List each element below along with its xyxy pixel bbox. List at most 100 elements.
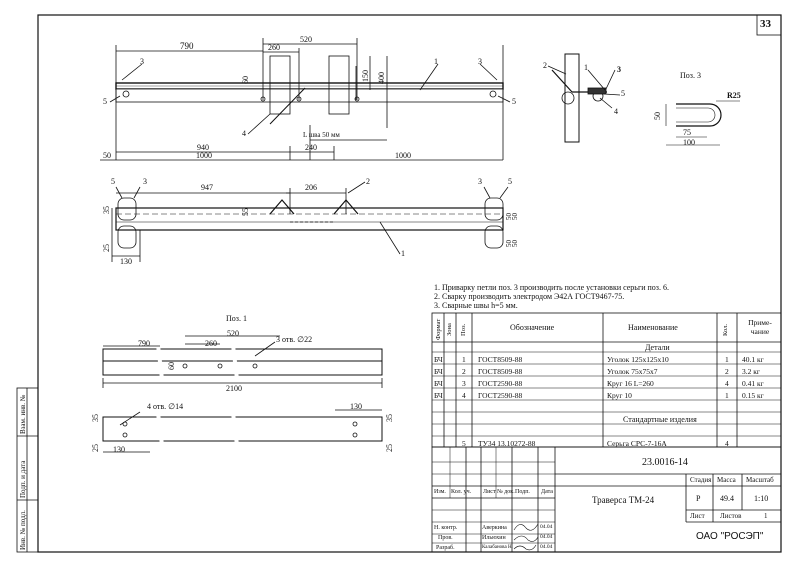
row2-name: Уголок 75х75х7 <box>607 367 658 376</box>
dim-260: 260 <box>268 43 280 52</box>
row3-format: БЧ <box>434 379 443 388</box>
pos1-dim-35-right: 35 <box>385 414 394 422</box>
sheet-label: Лист <box>690 512 705 520</box>
row4-pos: 4 <box>462 391 466 400</box>
title-block <box>431 446 782 553</box>
row2-format: БЧ <box>434 367 443 376</box>
plan-dim-35: 35 <box>102 206 111 214</box>
spec-table <box>431 312 782 448</box>
org-name: ОАО "РОСЭП" <box>696 531 764 542</box>
row1-qty: 1 <box>725 355 729 364</box>
row3-designation: ГОСТ2590-88 <box>478 379 523 388</box>
plan-dim-130: 130 <box>120 257 132 266</box>
pos1-detail <box>102 335 383 453</box>
col-note: Приме-чание <box>748 318 772 336</box>
doc-number: 23.0016-14 <box>642 457 688 468</box>
section-standard: Стандартные изделия <box>623 415 697 424</box>
row4-note: 0.15 кг <box>742 391 764 400</box>
side-stamp <box>16 387 39 553</box>
stamp-sign-date: Подп. и дата <box>19 460 27 498</box>
sheets-value: 1 <box>764 512 768 520</box>
scale-label: Масштаб <box>746 476 774 484</box>
plan-callout-3-left: 3 <box>143 177 147 186</box>
weld-length: L шва 50 мм <box>303 131 340 139</box>
pos3-dim-100: 100 <box>683 138 695 147</box>
row1-note: 40.1 кг <box>742 355 764 364</box>
row5-qty: 4 <box>725 439 729 448</box>
signer-name-1: Аверкина <box>482 525 507 531</box>
plan-callout-1: 1 <box>401 249 405 258</box>
row4-format: БЧ <box>434 391 443 400</box>
stage-label: Стадия <box>690 476 712 484</box>
scale-value: 1:10 <box>754 494 769 503</box>
dim-1000-left: 1000 <box>196 151 212 160</box>
pos1-dim-2100: 2100 <box>226 384 242 393</box>
row1-designation: ГОСТ8509-88 <box>478 355 523 364</box>
col-format: Формат <box>435 318 442 340</box>
sheet-number: 33 <box>760 18 771 30</box>
sheet-number-box <box>756 14 782 36</box>
pos1-dim-60: 60 <box>167 362 176 370</box>
section-parts: Детали <box>645 343 670 352</box>
row2-qty: 2 <box>725 367 729 376</box>
col-designation: Обозначение <box>510 323 555 332</box>
callout-5-left: 5 <box>103 97 107 106</box>
note-2: 2. Сварку производить электродом Э42А ГО… <box>434 292 625 301</box>
stage-value: Р <box>696 494 701 503</box>
pos3-title: Поз. 3 <box>680 71 701 80</box>
col-date: Дата <box>541 489 553 495</box>
pos1-dim-25-right: 25 <box>385 444 394 452</box>
plan-dim-947: 947 <box>201 183 213 192</box>
side-callout-2: 2 <box>543 61 547 70</box>
row3-name: Круг 16 L=260 <box>607 379 654 388</box>
row4-name: Круг 10 <box>607 391 632 400</box>
pos3-dim-50: 50 <box>653 112 662 120</box>
plan-dim-50b: 50 <box>511 213 519 220</box>
col-pos: Поз. <box>460 323 467 336</box>
plan-callout-5-right: 5 <box>508 177 512 186</box>
plan-callout-3-right: 3 <box>478 177 482 186</box>
pos1-dim-35-left: 35 <box>91 414 100 422</box>
plan-dim-25: 25 <box>102 244 111 252</box>
plan-view <box>111 181 509 262</box>
pos1-dim-520: 520 <box>227 329 239 338</box>
col-kol: Кол. уч. <box>451 489 472 495</box>
col-ndok: № док. <box>497 489 515 495</box>
dim-520: 520 <box>300 35 312 44</box>
pos1-holes-22: 3 отв. ∅22 <box>276 335 313 344</box>
stamp-inv-orig: Инв. № подл. <box>19 510 27 550</box>
pos1-dim-260: 260 <box>205 339 217 348</box>
sheets-label: Листов <box>720 512 742 520</box>
dim-400: 400 <box>377 72 386 84</box>
row4-qty: 1 <box>725 391 729 400</box>
col-name: Наименование <box>628 323 678 332</box>
signer-date-1: 04.04 <box>540 524 553 530</box>
row5-name: Серьга СРС-7-16А <box>607 439 667 448</box>
plan-dim-55: 55 <box>241 208 250 216</box>
signer-role-1: Н. контр. <box>434 525 458 531</box>
row3-note: 0.41 кг <box>742 379 764 388</box>
callout-4-top: 4 <box>242 129 246 138</box>
callout-1-top: 1 <box>434 57 438 66</box>
mass-label: Масса <box>717 476 736 484</box>
pos1-holes-14: 4 отв. ∅14 <box>147 402 184 411</box>
callout-3-right: 3 <box>478 57 482 66</box>
signer-date-2: 04.04 <box>540 534 553 540</box>
side-callout-1: 1 <box>584 63 588 72</box>
plan-dim-50d: 50 <box>511 240 519 247</box>
side-callout-4: 4 <box>614 107 618 116</box>
row3-qty: 4 <box>725 379 729 388</box>
col-list: Лист <box>483 489 496 495</box>
pos1-dim-130-right: 130 <box>350 402 362 411</box>
side-view <box>547 53 621 143</box>
row2-note: 3.2 кг <box>742 367 760 376</box>
pos3-radius: R25 <box>727 91 741 100</box>
dim-50: 50 <box>103 151 111 160</box>
signer-role-3: Разраб. <box>436 545 455 551</box>
row2-designation: ГОСТ8509-88 <box>478 367 523 376</box>
note-3: 3. Сварные швы h=5 мм. <box>434 301 518 310</box>
note-1: 1. Приварку петли поз. 3 производить пос… <box>434 283 669 292</box>
row5-pos: 5 <box>462 439 466 448</box>
stamp-replace-inv: Взам. инв. № <box>19 394 27 434</box>
side-callout-5: 5 <box>621 89 625 98</box>
